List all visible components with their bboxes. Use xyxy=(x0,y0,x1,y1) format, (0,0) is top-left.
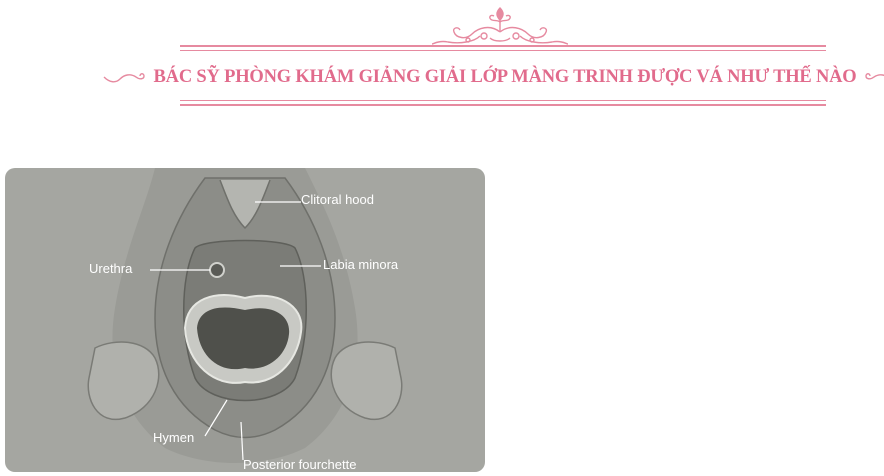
header-title-row: BÁC SỸ PHÒNG KHÁM GIẢNG GIẢI LỚP MÀNG TR… xyxy=(103,62,884,92)
label-hymen: Hymen xyxy=(153,430,195,445)
header-rule-bottom xyxy=(180,104,826,106)
swirl-flourish-icon xyxy=(103,73,145,83)
page-title: BÁC SỸ PHÒNG KHÁM GIẢNG GIẢI LỚP MÀNG TR… xyxy=(153,66,857,87)
label-urethra: Urethra xyxy=(89,261,133,276)
header-rule-top-thin xyxy=(180,50,826,51)
header-rule-top xyxy=(180,45,826,47)
header-rule-bottom-thin xyxy=(180,100,826,101)
floral-ornament-icon xyxy=(431,7,569,45)
label-posterior-fourchette: Posterior fourchette xyxy=(243,457,357,472)
anatomy-drawing xyxy=(87,168,403,463)
swirl-flourish-icon xyxy=(865,73,884,83)
anatomy-illustration: Clitoral hood Urethra Labia minora Hymen… xyxy=(5,168,485,472)
label-clitoral-hood: Clitoral hood xyxy=(301,192,374,207)
label-labia-minora: Labia minora xyxy=(323,257,399,272)
